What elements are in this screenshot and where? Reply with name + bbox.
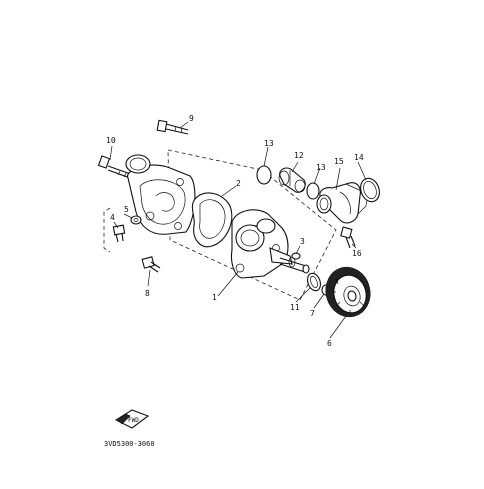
callout-4: 4 — [110, 213, 115, 222]
callout-15: 15 — [334, 157, 344, 166]
callout-14: 14 — [354, 153, 364, 162]
callout-2: 2 — [236, 179, 241, 188]
pump-cover — [125, 154, 196, 235]
washer-5 — [130, 215, 142, 225]
pin-3 — [291, 252, 301, 260]
front-direction-mark: FWD — [114, 409, 150, 429]
callout-6: 6 — [327, 339, 332, 348]
o-ring-13-right — [306, 182, 320, 200]
callout-12: 12 — [294, 151, 304, 160]
bolt-4 — [112, 224, 126, 243]
bolt-16 — [340, 226, 356, 249]
elbow-pipe-15 — [316, 182, 369, 224]
callout-9: 9 — [189, 114, 194, 123]
callout-16: 16 — [352, 249, 362, 258]
circlip-11 — [307, 272, 321, 292]
front-mark-label: FWD — [128, 417, 139, 424]
callout-8: 8 — [145, 289, 150, 298]
bolt-group-bracket — [103, 207, 111, 253]
leader-lines — [109, 121, 367, 339]
pump-housing-1 — [230, 209, 310, 279]
pipe-12 — [278, 167, 306, 193]
callout-13-left: 13 — [264, 139, 274, 148]
callout-5: 5 — [124, 205, 129, 214]
callout-3: 3 — [300, 237, 305, 246]
bolt-9 — [156, 119, 189, 135]
impeller-gear-6 — [325, 266, 371, 318]
o-ring-13-left — [256, 165, 272, 185]
callout-10: 10 — [106, 136, 116, 145]
callout-1: 1 — [212, 293, 217, 302]
callout-7: 7 — [310, 309, 315, 318]
callout-13-right: 13 — [316, 163, 326, 172]
bolt-10 — [97, 155, 143, 183]
o-ring-14 — [360, 177, 380, 203]
callout-11: 11 — [290, 303, 300, 312]
bolt-8 — [141, 256, 161, 273]
gasket-2 — [191, 192, 233, 248]
diagram-code: 3VD5300-3060 — [104, 440, 155, 448]
